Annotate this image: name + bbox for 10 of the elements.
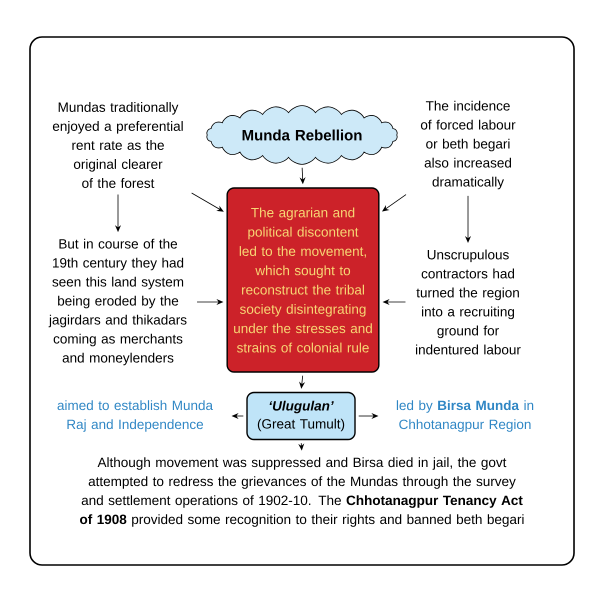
central-box: The agrarian and political discontent led to the movement, which sought to reconstruct the tribal society disintegrating under the stresses and strains of colonial rule: [226, 187, 380, 373]
conclusion-text: Although movement was suppressed and Birsa died in jail, the govt attempted to redress the grievances of the Mundas through the survey and settlement operations of 1902-10. The Chhotanagpur Tenancy Act of 1908 provided some recognition to their rights and banned beth begari: [80, 457, 524, 527]
note-text: Unscrupulous contractors had turned the region into a recruiting ground for indentured labour: [416, 250, 521, 354]
title-cloud: Munda Rebellion: [206, 105, 398, 165]
note-text: The incidence of forced labour or beth begari also increased dramatically: [420, 100, 516, 190]
note-text: But in course of the 19th century they had seen this land system being eroded by the jagirdars and thikadars coming as merchants and moneylenders: [48, 238, 186, 366]
note-text: led by Birsa Munda in Chhotanagpur Region: [396, 400, 534, 432]
note-text: aimed to establish Munda Raj and Independence: [58, 400, 213, 432]
result-box: ‘Ulugulan’ (Great Tumult): [246, 392, 356, 440]
note-text: Mundas traditionally enjoyed a preferential rent rate as the original clearer of the forest: [52, 102, 183, 188]
